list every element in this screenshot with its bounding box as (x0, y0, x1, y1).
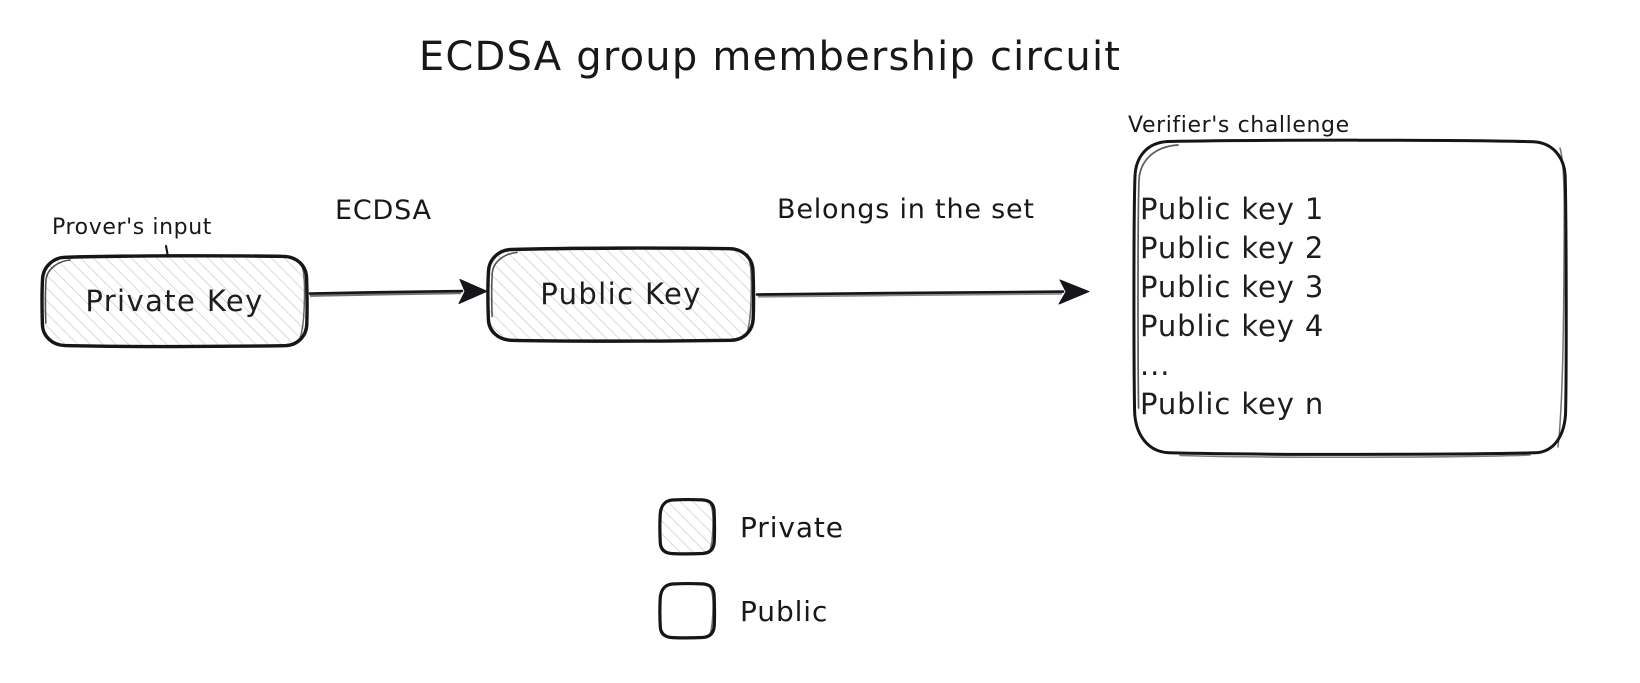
hatched-square-icon (660, 499, 714, 553)
list-item-ellipsis: ... (1140, 348, 1171, 382)
public-key-outline-sketch (490, 251, 518, 318)
prover-input-caption-leader (164, 244, 169, 258)
page-title: ECDSA group membership circuit (418, 34, 1122, 80)
public-key-list: Public key 1 Public key 2 Public key 3 P… (1140, 190, 1324, 424)
verifier-challenge-outline-sketch3 (1179, 454, 1531, 459)
list-item: Public key n (1140, 387, 1325, 421)
verifier-challenge-caption: Verifier's challenge (1128, 113, 1350, 138)
verifier-challenge-outline (1132, 138, 1568, 456)
node-verifier-challenge[interactable] (1132, 138, 1568, 459)
ecdsa-arrow-shaft-sketch (309, 291, 462, 297)
public-key-outline-sketch2 (745, 253, 753, 337)
prover-input-caption: Prover's input (52, 215, 212, 240)
list-item: Public key 4 (1140, 309, 1325, 343)
private-key-outline-sketch2 (298, 261, 306, 342)
public-key-outline (486, 246, 756, 343)
node-public-key[interactable] (486, 246, 756, 343)
empty-square-outline-sketch (707, 584, 714, 637)
list-item: Public key 3 (1140, 270, 1325, 304)
legend-public-swatch (658, 582, 717, 640)
hatched-square-outline-sketch (707, 500, 714, 553)
edge-arrow-ecdsa (308, 279, 488, 304)
legend-label-private: Private (740, 511, 844, 544)
ecdsa-arrow-shaft (308, 289, 464, 295)
private-key-outline-sketch (44, 259, 71, 324)
list-item: Public key 2 (1140, 231, 1325, 265)
legend-private-swatch (658, 498, 717, 556)
belongs-arrow-head (1058, 279, 1090, 305)
belongs-arrow-shaft (755, 290, 1065, 296)
belongs-arrow-shaft-sketch (757, 292, 1063, 298)
legend-label-public: Public (740, 595, 829, 628)
node-private-key[interactable] (40, 254, 309, 349)
edge-label-belongs-in-set: Belongs in the set (777, 194, 1035, 225)
hatched-square-outline (658, 498, 717, 556)
empty-square-icon (658, 582, 717, 640)
private-key-outline (40, 254, 309, 349)
verifier-challenge-outline-sketch (1137, 144, 1179, 409)
verifier-challenge-outline-sketch2 (1557, 147, 1565, 448)
ecdsa-arrow-head (458, 279, 488, 304)
public-key-hatch-fill (488, 248, 754, 340)
edge-label-ecdsa: ECDSA (335, 195, 432, 226)
private-key-hatch-fill (42, 256, 307, 346)
edge-arrow-belongs-in-set (755, 279, 1090, 305)
list-item: Public key 1 (1140, 192, 1325, 226)
